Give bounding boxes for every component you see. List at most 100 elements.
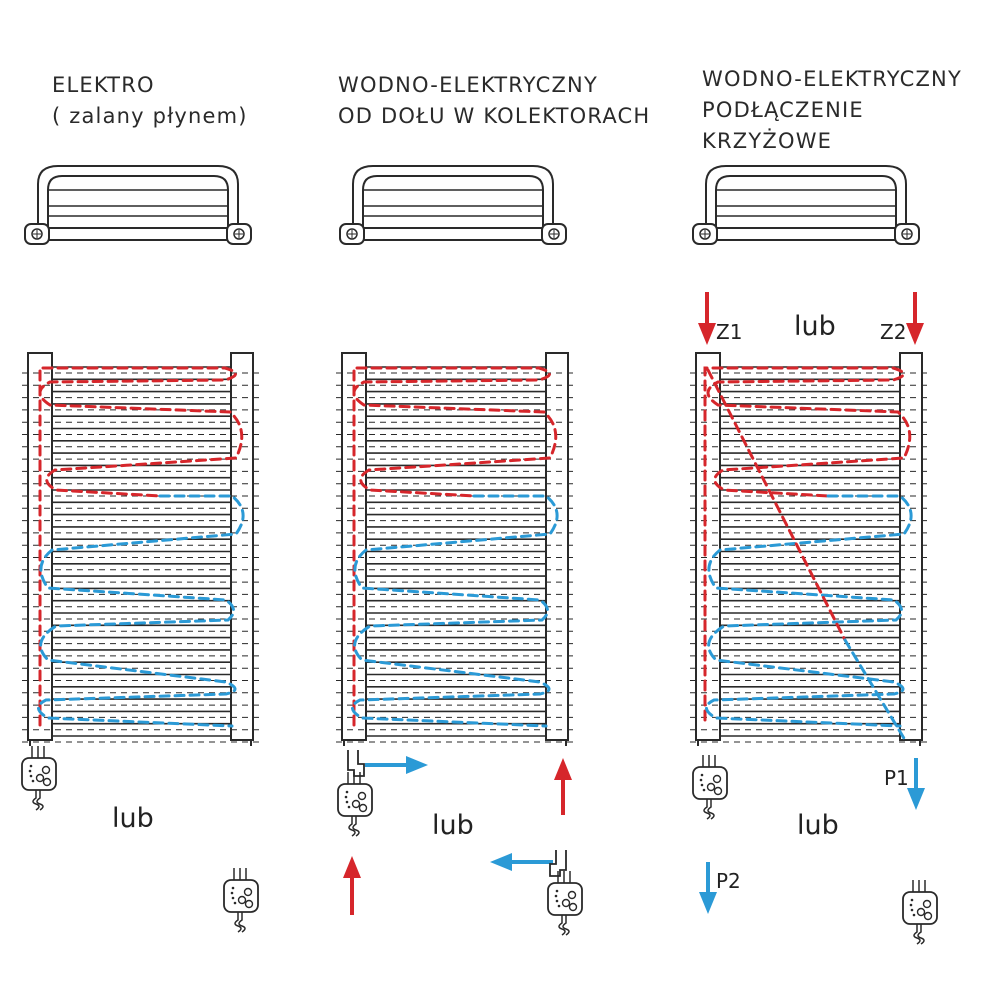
heater-indicator-dot [231,886,235,890]
heater-indicator-dot [28,769,32,773]
arrow-head [699,892,717,914]
rail-base-bar [344,227,562,241]
arrow-head [907,788,925,810]
arrow-head [554,758,572,780]
heater-button [41,765,51,775]
radiator-ladder-icon [22,352,259,746]
heating-element-icon [21,746,57,811]
arrow-head [698,323,716,345]
heater-indicator-dot [702,788,706,792]
heater-button [357,791,367,801]
heater-indicator-dot [345,800,349,804]
valve-body [347,750,365,777]
radiator-left-collector [695,352,721,741]
cold-flow-line [351,494,559,728]
radiator-group [22,352,928,746]
heater-indicator-dot [344,795,348,799]
z1-label: Z1 [716,320,743,344]
panel-3-title-line-3: KRZYŻOWE [702,129,833,153]
rail-base-bar [697,227,915,241]
panel-1-title-line-2: ( zalany płynem) [52,104,248,128]
heater-button [916,907,926,917]
towel-rail-top-view-group [24,165,920,245]
rail-outer-bar [352,165,554,228]
hot-flow-line [352,366,558,727]
arrow-head [343,856,361,878]
heater-indicator-dot [909,903,913,907]
panel-2-title-line-1: WODNO-ELEKTRYCZNY [338,73,598,97]
panel-3-title-line-1: WODNO-ELEKTRYCZNY [702,67,962,91]
heater-button [713,786,723,796]
heating-element-icon [902,880,938,945]
valve-icon [347,750,365,777]
radiator-right-collector [230,352,254,741]
heater-cable [562,915,570,936]
heater-indicator-dot [555,899,559,903]
hot-flow-line [38,366,244,727]
heater-button [42,777,52,787]
rail-inner-bar [715,175,897,228]
cold-flow-line [37,494,245,728]
radiator-right-collector [899,352,923,741]
inlet-arrow-z2 [906,292,924,345]
heater-indicator-dot [29,764,33,768]
heater-button [706,782,716,792]
panel-2-title: WODNO-ELEKTRYCZNY OD DOŁU W KOLEKTORACH [338,70,650,132]
heater-button [712,774,722,784]
heaters-group [21,746,938,945]
heater-indicator-dot [345,790,349,794]
lub-label-panel-3-bottom: lub [797,810,839,841]
panel-2-title-line-2: OD DOŁU W KOLEKTORACH [338,104,651,128]
heater-cable [703,799,711,820]
lub-label-panel-3-top: lub [794,311,836,342]
panel-3-title: WODNO-ELEKTRYCZNY PODŁĄCZENIE KRZYŻOWE [702,64,962,157]
heater-indicator-dot [910,908,914,912]
heater-indicator-dot [31,779,35,783]
heater-indicator-dot [557,904,561,908]
heater-indicator-dot [230,891,234,895]
heater-cable [558,915,566,936]
cold-diagonal-flow-line [843,638,907,742]
heater-indicator-dot [700,773,704,777]
rail-base-bar [29,227,247,241]
panel-1-title: ELEKTRO ( zalany płynem) [52,70,248,132]
cold-flow-line [705,494,913,728]
arrow-head [406,756,428,774]
heating-element-icon [692,755,728,820]
heating-element-icon [223,868,259,933]
heater-indicator-dot [912,913,916,917]
arrow-head [906,323,924,345]
heater-cable [234,912,242,933]
heater-indicator-dot [910,898,914,902]
heating-element-icon [337,772,373,837]
outlet-arrow-p2 [699,862,717,914]
heater-button [567,890,577,900]
hot-flow-line [703,366,912,722]
arrow-head [490,853,512,871]
heater-cable [238,912,246,933]
heater-cable [348,816,356,837]
rail-inner-bar [47,175,229,228]
heater-button [922,899,932,909]
inlet-arrow-z1 [698,292,716,345]
valve-body [549,850,567,877]
heater-cable [36,790,44,811]
radiator-right-collector [545,352,569,741]
rail-inner-bar [362,175,544,228]
heater-button [358,803,368,813]
heater-indicator-dot [233,901,237,905]
towel-rail-top-view-icon [692,165,920,245]
towel-rail-top-view-icon [24,165,252,245]
outlet-arrow-lower-right [490,853,553,871]
heater-button [568,902,578,912]
heater-button [35,773,45,783]
p2-label: P2 [716,869,741,893]
rail-outer-bar [37,165,239,228]
heater-indicator-dot [347,805,351,809]
heater-button [561,898,571,908]
heater-cable [917,924,925,945]
heater-indicator-dot [700,783,704,787]
heater-indicator-dot [231,896,235,900]
heater-indicator-dot [699,778,703,782]
